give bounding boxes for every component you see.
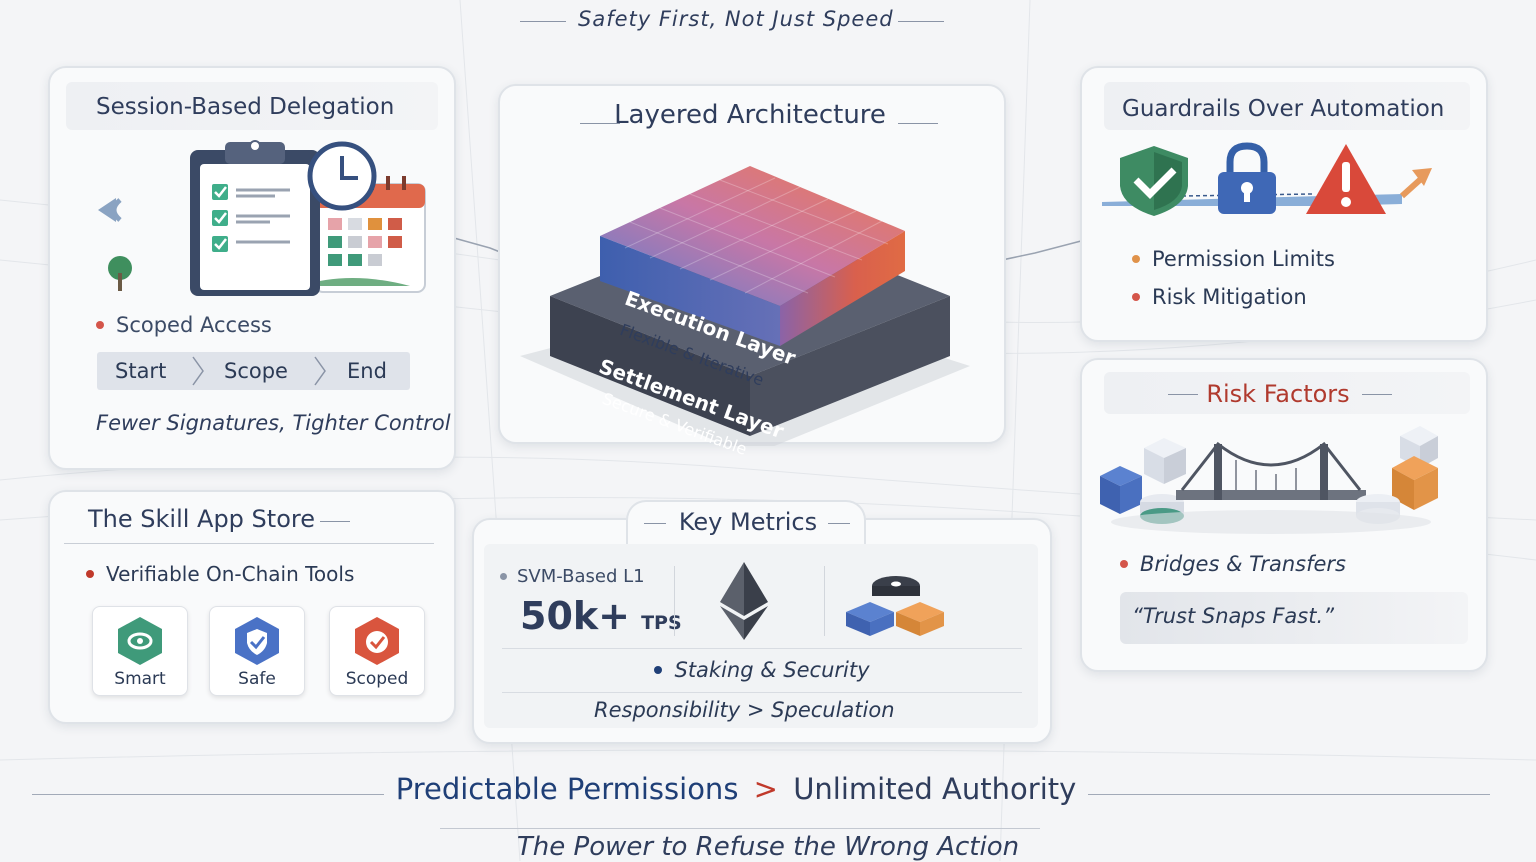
risk-bullet-text: Bridges & Transfers bbox=[1140, 552, 1346, 576]
risk-quote-panel bbox=[1120, 592, 1468, 644]
session-delegation-card: Session-Based Delegation Scoped Access bbox=[48, 66, 456, 470]
footer-left-text: Predictable Permissions bbox=[395, 772, 739, 806]
footer-headline: Predictable Permissions > Unlimited Auth… bbox=[384, 772, 1088, 816]
risk-bullet: Bridges & Transfers bbox=[1120, 552, 1346, 576]
chevron-right-icon bbox=[314, 356, 326, 386]
risk-title-rule-left bbox=[1168, 394, 1198, 395]
bullet-dot bbox=[500, 573, 507, 580]
risk-factors-card: Risk Factors Bridges & Transfers “Trust … bbox=[1080, 358, 1488, 672]
metrics-title-tab bbox=[626, 500, 866, 544]
bullet-dot bbox=[654, 666, 663, 674]
risk-title-bar bbox=[1104, 372, 1470, 414]
metrics-divider-1 bbox=[674, 566, 675, 636]
chevron-right-icon bbox=[192, 356, 204, 386]
flow-step-scope: Scope bbox=[224, 359, 288, 383]
staking-blocks-icon bbox=[846, 576, 944, 636]
skill-store-bullet: Verifiable On-Chain Tools bbox=[86, 562, 354, 586]
footer-rule-left bbox=[32, 794, 384, 795]
guardrails-illustration bbox=[1102, 142, 1432, 216]
arch-title-rule-right bbox=[898, 123, 938, 124]
tool-label-smart: Smart bbox=[114, 669, 166, 689]
guardrails-bullet-text-2: Risk Mitigation bbox=[1152, 285, 1307, 309]
bullet-dot bbox=[1132, 255, 1140, 263]
session-bullet-text: Scoped Access bbox=[116, 313, 272, 337]
guardrails-bullet-text-1: Permission Limits bbox=[1152, 247, 1335, 271]
guardrails-card: Guardrails Over Automation Permission Li… bbox=[1080, 66, 1488, 342]
tool-label-safe: Safe bbox=[238, 669, 276, 689]
metrics-staking-row: Staking & Security bbox=[474, 658, 1050, 682]
metrics-divider-4 bbox=[502, 692, 1022, 693]
metrics-inner-panel bbox=[484, 544, 1038, 728]
risk-quote: “Trust Snaps Fast.” bbox=[1132, 604, 1335, 628]
session-flow-steps: Start Scope End bbox=[97, 352, 410, 390]
guardrails-bullet-1: Permission Limits bbox=[1132, 247, 1335, 271]
layered-blocks-illustration bbox=[520, 166, 970, 446]
metrics-divider-3 bbox=[502, 648, 1022, 649]
bullet-dot bbox=[96, 321, 104, 329]
guardrails-title-bar bbox=[1104, 82, 1470, 130]
metrics-caption: Responsibility > Speculation bbox=[594, 698, 895, 722]
flow-step-start: Start bbox=[115, 359, 167, 383]
safe-badge-icon bbox=[235, 617, 279, 665]
skill-title-rule bbox=[320, 521, 350, 522]
footer-subtitle: The Power to Refuse the Wrong Action bbox=[516, 832, 1020, 862]
arch-title-rule-left bbox=[580, 123, 620, 124]
metrics-divider-2 bbox=[824, 566, 825, 636]
metrics-title-rule-left bbox=[644, 523, 666, 524]
metrics-staking: Staking & Security bbox=[674, 658, 870, 682]
tool-card-smart[interactable]: Smart bbox=[92, 606, 188, 696]
bullet-dot bbox=[1120, 560, 1128, 568]
metrics-chain-row: SVM-Based L1 bbox=[500, 566, 645, 587]
scoped-badge-icon bbox=[355, 617, 399, 665]
footer-right-text: Unlimited Authority bbox=[793, 772, 1077, 806]
checkbox-icons bbox=[212, 184, 228, 252]
bullet-dot bbox=[86, 570, 94, 578]
skill-store-bullet-text: Verifiable On-Chain Tools bbox=[106, 562, 355, 586]
tool-label-scoped: Scoped bbox=[345, 669, 409, 689]
clipboard-calendar-illustration bbox=[98, 140, 426, 296]
session-bullet: Scoped Access bbox=[96, 313, 272, 337]
skill-store-card: The Skill App Store Verifiable On-Chain … bbox=[48, 490, 456, 724]
bridge-structure bbox=[1176, 441, 1366, 500]
warning-triangle-icon bbox=[1306, 144, 1386, 214]
metrics-tps-row: 50k+ TPS bbox=[520, 594, 682, 638]
bridge-illustration bbox=[1100, 426, 1438, 534]
architecture-card: Layered Architecture Execution Layer Fle bbox=[498, 84, 1006, 459]
footer-rule-right bbox=[1088, 794, 1490, 795]
metrics-card-title: Key Metrics bbox=[678, 508, 818, 536]
guardrails-bullet-2: Risk Mitigation bbox=[1132, 285, 1307, 309]
shield-check-icon bbox=[1120, 146, 1188, 216]
tool-card-safe[interactable]: Safe bbox=[209, 606, 305, 696]
session-card-title: Session-Based Delegation bbox=[96, 94, 395, 120]
skill-title-underline bbox=[64, 543, 434, 544]
footer-subtitle-rule bbox=[440, 828, 1040, 829]
execution-layer-block bbox=[600, 166, 905, 306]
metrics-tps-unit: TPS bbox=[641, 612, 682, 634]
header-tagline-row: Safety First, Not Just Speed bbox=[520, 4, 944, 38]
skill-store-card-title: The Skill App Store bbox=[88, 505, 315, 533]
header-tagline: Safety First, Not Just Speed bbox=[578, 7, 894, 31]
risk-title-rule-right bbox=[1362, 394, 1392, 395]
padlock-icon bbox=[1218, 142, 1276, 214]
header-rule-left bbox=[520, 21, 566, 22]
guardrails-card-title: Guardrails Over Automation bbox=[1122, 96, 1445, 122]
flow-step-end: End bbox=[347, 359, 387, 383]
architecture-card-title: Layered Architecture bbox=[614, 100, 886, 130]
tool-card-scoped[interactable]: Scoped bbox=[329, 606, 425, 696]
metrics-title-rule-right bbox=[828, 523, 850, 524]
risk-card-title: Risk Factors bbox=[1206, 380, 1350, 408]
footer-operator: > bbox=[753, 772, 778, 806]
metrics-chain: SVM-Based L1 bbox=[517, 566, 645, 587]
smart-badge-icon bbox=[118, 617, 162, 665]
session-caption: Fewer Signatures, Tighter Control bbox=[96, 411, 451, 435]
session-title-bar bbox=[66, 82, 438, 130]
key-metrics-card: Key Metrics SVM-Based L1 50k+ TPS Stakin… bbox=[472, 500, 1052, 744]
metrics-tps-value: 50k+ bbox=[520, 594, 630, 638]
header-rule-right bbox=[898, 21, 944, 22]
ethereum-diamond-icon bbox=[720, 562, 768, 640]
bullet-dot bbox=[1132, 293, 1140, 301]
